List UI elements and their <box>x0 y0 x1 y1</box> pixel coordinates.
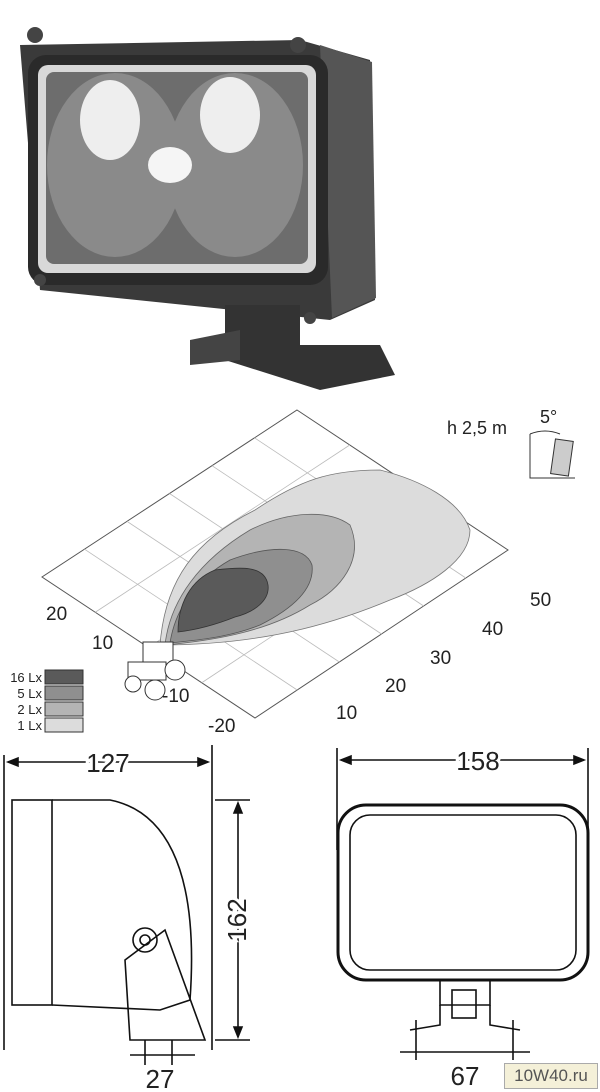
grid-line <box>95 444 350 613</box>
dim-bracket-width: 27 <box>146 1064 175 1092</box>
distance-tick-50: 50 <box>530 590 551 611</box>
tilt-angle-label: 5° <box>540 407 557 427</box>
lateral-tick-20: 20 <box>46 604 67 625</box>
watermark-logo: 10W40.ru <box>504 1063 598 1089</box>
isolux-16lx <box>177 567 269 633</box>
legend-label: 2 Lx <box>17 702 42 717</box>
lateral-tick-minus-10: -10 <box>162 686 189 707</box>
legend-label: 16 Lx <box>10 670 42 685</box>
headlamp-product-photo <box>20 27 395 390</box>
light-distribution-plot: 50 40 30 20 10 20 10 -10 -20 16 Lx 5 Lx … <box>10 407 575 737</box>
legend-swatch-1lx <box>44 717 84 733</box>
distance-tick-10: 10 <box>336 703 357 724</box>
dim-height: 162 <box>222 898 252 941</box>
side-view-drawing <box>3 745 250 1065</box>
distance-tick-20: 20 <box>385 676 406 697</box>
mounting-inset: h 2,5 m 5° <box>447 407 575 479</box>
legend-swatch-2lx <box>44 701 84 717</box>
dim-bracket-hole-spacing: 67 <box>451 1061 480 1091</box>
lateral-tick-10: 10 <box>92 633 113 654</box>
tractor-icon <box>124 641 186 701</box>
dim-front-width: 158 <box>456 746 499 776</box>
legend-swatch-16lx <box>44 669 84 685</box>
distance-tick-30: 30 <box>430 648 451 669</box>
distance-tick-40: 40 <box>482 619 503 640</box>
front-view-drawing <box>336 748 590 1060</box>
dim-side-width: 127 <box>86 748 129 778</box>
legend-label: 1 Lx <box>17 718 42 733</box>
legend-label: 5 Lx <box>17 686 42 701</box>
mounting-height-label: h 2,5 m <box>447 418 507 438</box>
lateral-tick-minus-20: -20 <box>208 716 235 737</box>
legend: 16 Lx 5 Lx 2 Lx 1 Lx <box>10 669 84 733</box>
legend-swatch-5lx <box>44 685 84 701</box>
